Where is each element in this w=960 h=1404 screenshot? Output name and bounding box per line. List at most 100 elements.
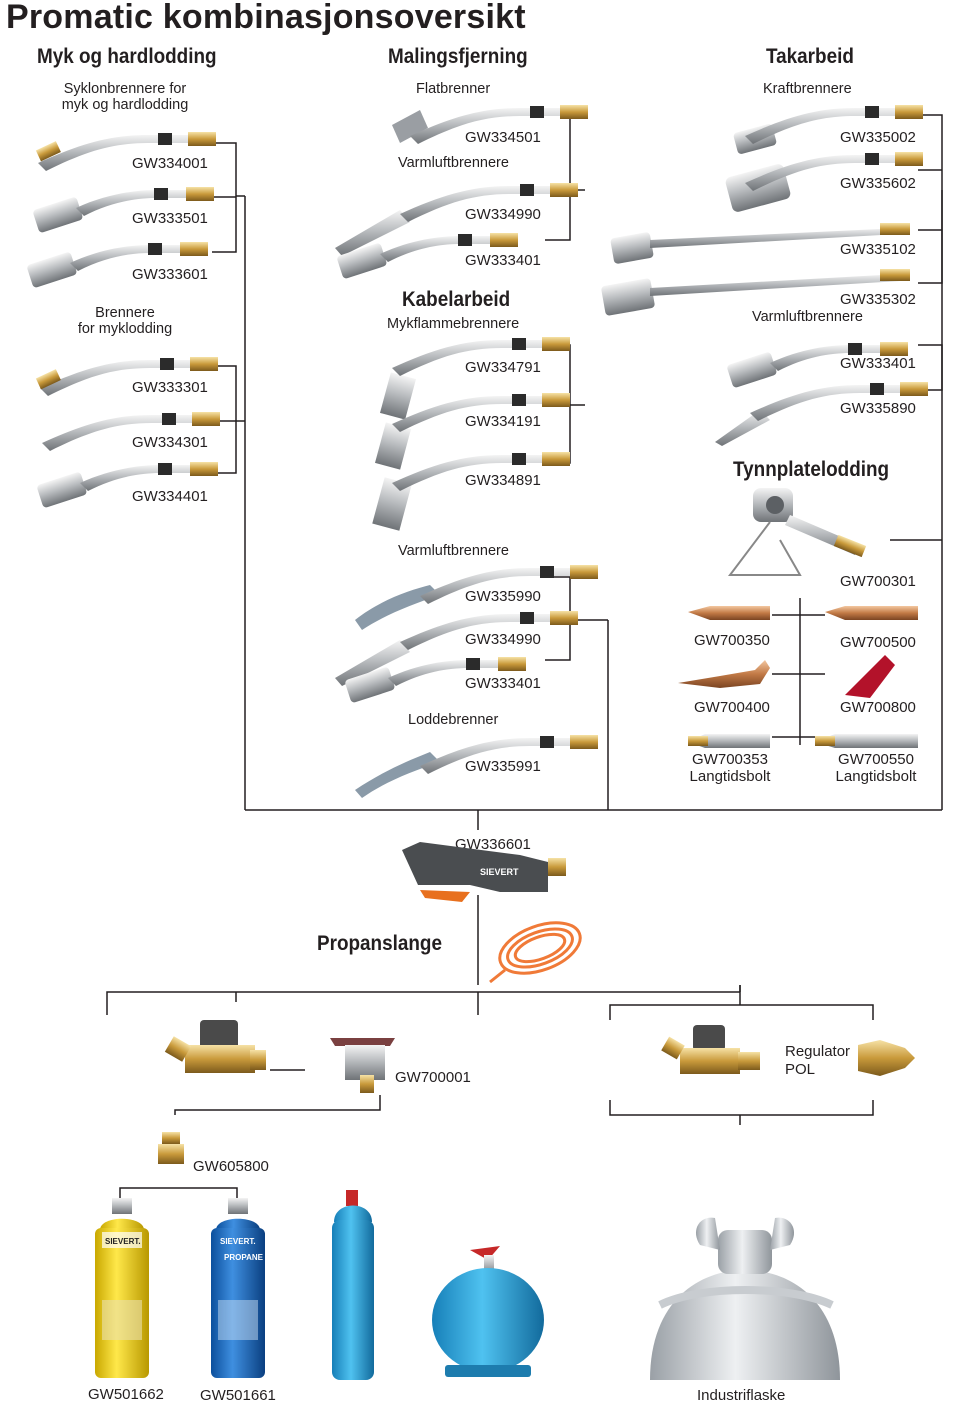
code-gw333601: GW333601	[132, 266, 208, 283]
myk-subtitle-line2: myk og hardlodding	[61, 97, 189, 113]
code-gw700353-note: Langtidsbolt	[689, 768, 771, 785]
code-gw700400: GW700400	[694, 699, 770, 716]
bracket-reg-top	[106, 991, 478, 1015]
valve-gw700001	[330, 1038, 395, 1093]
blue-brand: SIEVERT.	[220, 1237, 256, 1246]
bolt-gw700353	[688, 734, 770, 748]
pol-label: POL	[785, 1061, 816, 1078]
code-gw700350: GW700350	[694, 632, 770, 649]
code-gw334891: GW334891	[465, 472, 541, 489]
code-gw700301: GW700301	[840, 573, 916, 590]
adapter-gw605800	[158, 1132, 184, 1164]
burner-gw335302	[601, 269, 910, 316]
code-gw336601: GW336601	[455, 836, 531, 853]
bolt-gw700400	[678, 660, 770, 688]
code-gw501662: GW501662	[88, 1386, 164, 1403]
maling-sub-varm: Varmluftbrennere	[398, 155, 509, 171]
burner-gw333601	[26, 242, 209, 289]
burner-gw334891	[372, 452, 570, 531]
burner-gw335102	[610, 223, 910, 264]
burner-gw333401-b	[726, 342, 908, 389]
propane-hose	[489, 921, 582, 984]
varm2-subtitle: Varmluftbrennere	[398, 543, 509, 559]
heading-tak: Takarbeid	[766, 45, 854, 68]
code-gw333401-b: GW333401	[840, 355, 916, 372]
industriflaske-label: Industriflaske	[697, 1387, 786, 1404]
burner-gw335002	[733, 105, 923, 154]
burner-gw334301	[42, 412, 220, 451]
code-gw700500: GW700500	[840, 634, 916, 651]
regulator-label: Regulator	[785, 1043, 851, 1060]
tak-subtitle: Kraftbrennere	[763, 81, 852, 97]
heading-kabel: Kabelarbeid	[402, 288, 511, 311]
code-gw334990-b: GW334990	[465, 631, 541, 648]
code-gw700800: GW700800	[840, 699, 916, 716]
myk-subtitle: Syklonbrennere for myk og hardlodding	[40, 81, 210, 113]
burner-gw335990	[355, 565, 598, 630]
code-gw333501: GW333501	[132, 210, 208, 227]
code-gw335890: GW335890	[840, 400, 916, 417]
myk-subtitle-b-line2: for myklodding	[77, 321, 173, 337]
blue-label: PROPANE	[224, 1253, 264, 1262]
code-gw333401-a: GW333401	[465, 252, 541, 269]
code-gw335990: GW335990	[465, 588, 541, 605]
burner-gw335602	[725, 152, 923, 212]
myk-subtitle-b-line1: Brennere	[95, 305, 155, 321]
burner-gw335991	[355, 735, 598, 798]
regulator-pol	[661, 1025, 760, 1074]
soldering-iron-gw700301	[727, 488, 867, 576]
cylinder-industrial	[650, 1217, 840, 1380]
code-gw334401: GW334401	[132, 488, 208, 505]
maling-sub-flat: Flatbrenner	[416, 81, 491, 97]
code-gw334191: GW334191	[465, 413, 541, 430]
burner-gw334501	[392, 105, 588, 144]
regulator-pol-label: Regulator POL	[785, 1043, 850, 1079]
heading-tynn: Tynnplatelodding	[733, 458, 890, 481]
handle-brand-text: SIEVERT	[480, 867, 519, 877]
yellow-brand: SIEVERT.	[105, 1237, 141, 1246]
myk-subtitle-b: Brennere for myklodding	[40, 305, 210, 337]
code-gw334990-a: GW334990	[465, 206, 541, 223]
code-gw501661: GW501661	[200, 1387, 276, 1404]
code-gw700353-value: GW700353	[692, 751, 768, 768]
burner-gw333301	[35, 357, 218, 396]
cylinder-cyan-round	[432, 1246, 544, 1377]
code-gw334791: GW334791	[465, 359, 541, 376]
code-gw700001: GW700001	[395, 1069, 471, 1086]
code-gw335302: GW335302	[840, 291, 916, 308]
pol-adapter	[858, 1040, 915, 1076]
burner-gw333501	[32, 187, 215, 234]
page-title: Promatic kombinasjonsoversikt	[6, 0, 526, 36]
code-gw334501: GW334501	[465, 129, 541, 146]
bolt-gw700550	[815, 734, 918, 748]
burner-gw335890	[715, 382, 928, 446]
handle-gw336601: SIEVERT	[402, 842, 566, 902]
kabel-subtitle: Mykflammebrennere	[387, 316, 520, 332]
code-gw335991: GW335991	[465, 758, 541, 775]
tak-sub-varm: Varmluftbrennere	[752, 309, 863, 325]
burner-gw334191	[375, 393, 570, 470]
code-gw335002: GW335002	[840, 129, 916, 146]
cylinder-blue-gw501661: SIEVERT. PROPANE	[211, 1198, 265, 1378]
myk-subtitle-line1: Syklonbrennere for	[63, 81, 187, 97]
code-gw334301: GW334301	[132, 434, 208, 451]
bracket-myk-bottom	[212, 365, 237, 474]
heading-maling: Malingsfjerning	[388, 45, 528, 68]
burner-gw334791	[380, 337, 570, 420]
code-gw605800: GW605800	[193, 1158, 269, 1175]
code-gw335102: GW335102	[840, 241, 916, 258]
bolt-gw700500	[825, 606, 918, 620]
code-gw333401-c: GW333401	[465, 675, 541, 692]
burner-gw334001	[35, 132, 216, 171]
cylinder-yellow-gw501662: SIEVERT.	[95, 1198, 149, 1378]
code-gw700550-note: Langtidsbolt	[835, 768, 917, 785]
heading-propanslange: Propanslange	[317, 932, 442, 955]
code-gw700550-value: GW700550	[838, 751, 914, 768]
heading-myk: Myk og hardlodding	[37, 45, 217, 68]
burner-gw334990-a	[335, 183, 578, 256]
lodde-subtitle: Loddebrenner	[408, 712, 499, 728]
bolt-gw700350	[688, 606, 770, 620]
cylinder-cyan-tall	[332, 1190, 374, 1380]
code-gw334001: GW334001	[132, 155, 208, 172]
